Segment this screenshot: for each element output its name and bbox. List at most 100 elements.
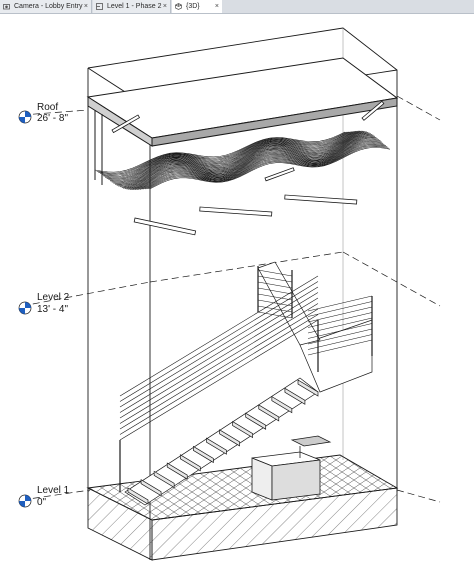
pendant-lights[interactable]	[111, 100, 385, 236]
stair-tread	[258, 404, 280, 422]
close-icon[interactable]: ×	[83, 3, 88, 10]
tab-3d[interactable]: {3D} ×	[172, 0, 222, 13]
baffle-line	[116, 130, 363, 186]
rail-bar	[307, 295, 373, 312]
stair-upper-flight	[257, 261, 321, 346]
stair-landing	[299, 319, 373, 393]
stair-tread	[193, 445, 214, 464]
rail-bar	[257, 299, 293, 307]
baffle-line	[134, 137, 378, 191]
tab-label: Level 1 - Phase 2	[107, 3, 162, 10]
stair-tread	[166, 462, 188, 480]
level-name: Level 1	[37, 485, 70, 496]
baffle-line	[139, 140, 382, 190]
baffle-line	[101, 131, 351, 177]
tab-level-1-phase-2[interactable]: Level 1 - Phase 2 ×	[93, 0, 171, 13]
close-icon[interactable]: ×	[214, 3, 219, 10]
rail-bar	[119, 314, 319, 435]
level-name: Level 2	[37, 292, 70, 303]
rail-bar	[257, 275, 293, 283]
baffle-line	[99, 131, 350, 176]
stair-guardrails[interactable]	[119, 266, 373, 492]
baffle-line	[126, 133, 371, 190]
baffle-line	[111, 130, 359, 183]
floor-plan-view-icon	[96, 3, 103, 10]
baffle-line	[131, 135, 376, 191]
rail-bar	[307, 334, 373, 350]
baffle-line	[118, 130, 365, 187]
baffle-line	[96, 131, 347, 174]
stair-tread	[297, 379, 319, 397]
rail-bar	[307, 312, 373, 328]
tab-camera-lobby-entry[interactable]: Camera - Lobby Entry ×	[0, 0, 92, 13]
level-elevation: 13' - 4"	[37, 304, 68, 315]
baffle-line	[138, 139, 381, 190]
rail-bar	[257, 281, 293, 289]
baffle-line	[148, 146, 389, 190]
tab-label: Camera - Lobby Entry	[14, 3, 83, 10]
view-tab-bar: Camera - Lobby Entry × Level 1 - Phase 2…	[0, 0, 474, 14]
stair-tread	[179, 454, 201, 472]
roof-slab[interactable]	[86, 57, 399, 185]
baffle-line	[133, 136, 377, 191]
baffle-line	[98, 131, 348, 175]
rail-bar	[119, 286, 319, 408]
reception-desk[interactable]	[251, 435, 332, 501]
rail-bar	[307, 339, 373, 356]
baffle-line	[103, 131, 352, 178]
baffle-line	[136, 138, 380, 190]
wave-ceiling-baffles[interactable]	[94, 130, 391, 191]
rail-bar	[257, 305, 293, 313]
rail-bar	[307, 323, 373, 339]
tab-label: {3D}	[186, 3, 200, 10]
level-marker-icon	[18, 301, 32, 315]
baffle-line	[104, 131, 354, 179]
baffle-line	[119, 131, 366, 188]
stair-tread	[271, 395, 293, 414]
stair-tread	[232, 420, 253, 439]
level-marker-icon	[18, 110, 32, 124]
rail-bar	[307, 328, 373, 345]
baffle-line	[121, 131, 367, 188]
level-elevation: 26' - 8"	[37, 113, 68, 124]
level-elevation: 0"	[37, 497, 47, 508]
stair-tread	[284, 387, 306, 405]
rail-bar	[119, 275, 319, 397]
rail-bar	[257, 311, 293, 319]
baffle-line	[109, 130, 358, 182]
baffle-line	[124, 132, 370, 190]
baffle-line	[106, 131, 355, 180]
baffle-line	[113, 130, 361, 184]
3d-view-canvas[interactable]: Roof 26' - 8" Level 2 13' - 4" Level 1 0…	[0, 14, 474, 587]
rail-bar	[119, 303, 319, 424]
baffle-line	[128, 134, 373, 190]
stair-tread	[140, 479, 162, 497]
rail-bar	[307, 301, 373, 317]
level-name: Roof	[37, 102, 58, 113]
rail-bar	[119, 281, 319, 402]
stair-tread	[245, 412, 267, 430]
rail-bar	[307, 317, 373, 334]
rail-bar	[119, 292, 319, 413]
baffle-line	[144, 143, 386, 190]
floor-slab[interactable]	[86, 454, 399, 561]
rail-bar	[119, 297, 319, 419]
stair-tread	[206, 437, 227, 455]
level-marker-roof[interactable]: Roof 26' - 8"	[18, 102, 68, 124]
baffle-line	[94, 131, 346, 173]
stair-tread	[127, 487, 149, 505]
3d-view-icon	[175, 3, 182, 10]
baffle-line	[149, 147, 391, 190]
baffle-line	[123, 132, 369, 189]
level-marker-level-2[interactable]: Level 2 13' - 4"	[18, 292, 70, 315]
baffle-line	[115, 130, 362, 185]
close-icon[interactable]: ×	[162, 3, 167, 10]
rail-bar	[119, 319, 319, 441]
rail-bar	[307, 306, 373, 323]
baffle-line	[146, 144, 388, 190]
rail-bar	[119, 308, 319, 430]
staircase[interactable]	[124, 261, 373, 506]
baffle-line	[141, 141, 384, 190]
level-marker-level-1[interactable]: Level 1 0"	[18, 485, 70, 508]
level-marker-icon	[18, 494, 32, 508]
